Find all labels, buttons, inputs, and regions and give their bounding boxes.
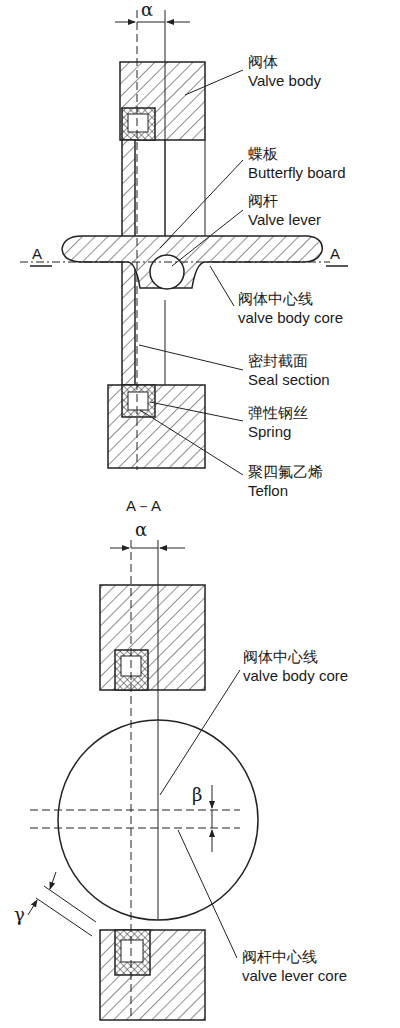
part-label: 阀杆 [248, 192, 278, 210]
part-label: valve body core [238, 309, 343, 327]
part-label: 阀体中心线 [238, 290, 313, 308]
section-mark: A [330, 245, 340, 263]
part-label: 阀杆中心线 [242, 948, 317, 966]
part-label: 聚四氟乙烯 [248, 463, 323, 481]
part-label: 阀体中心线 [243, 648, 318, 666]
dimension-label: β [192, 786, 202, 804]
section-mark: A [32, 245, 42, 263]
dimension-label: γ [14, 906, 25, 924]
part-label: valve lever core [242, 967, 347, 985]
part-label: 阀体 [248, 53, 278, 71]
section-title: A－A [126, 497, 161, 515]
part-label: Valve lever [248, 211, 321, 229]
part-label: Teflon [248, 482, 288, 500]
part-label: 密封截面 [248, 352, 308, 370]
part-label: 蝶板 [248, 145, 278, 163]
part-label: Spring [248, 423, 291, 441]
part-label: 弹性钢丝 [248, 404, 308, 422]
dimension-label: α [141, 1, 153, 19]
dimension-label: α [135, 521, 147, 539]
part-label: Seal section [248, 371, 330, 389]
part-label: valve body core [243, 667, 348, 685]
part-label: Valve body [248, 72, 321, 90]
part-label: Butterfly board [248, 164, 346, 182]
